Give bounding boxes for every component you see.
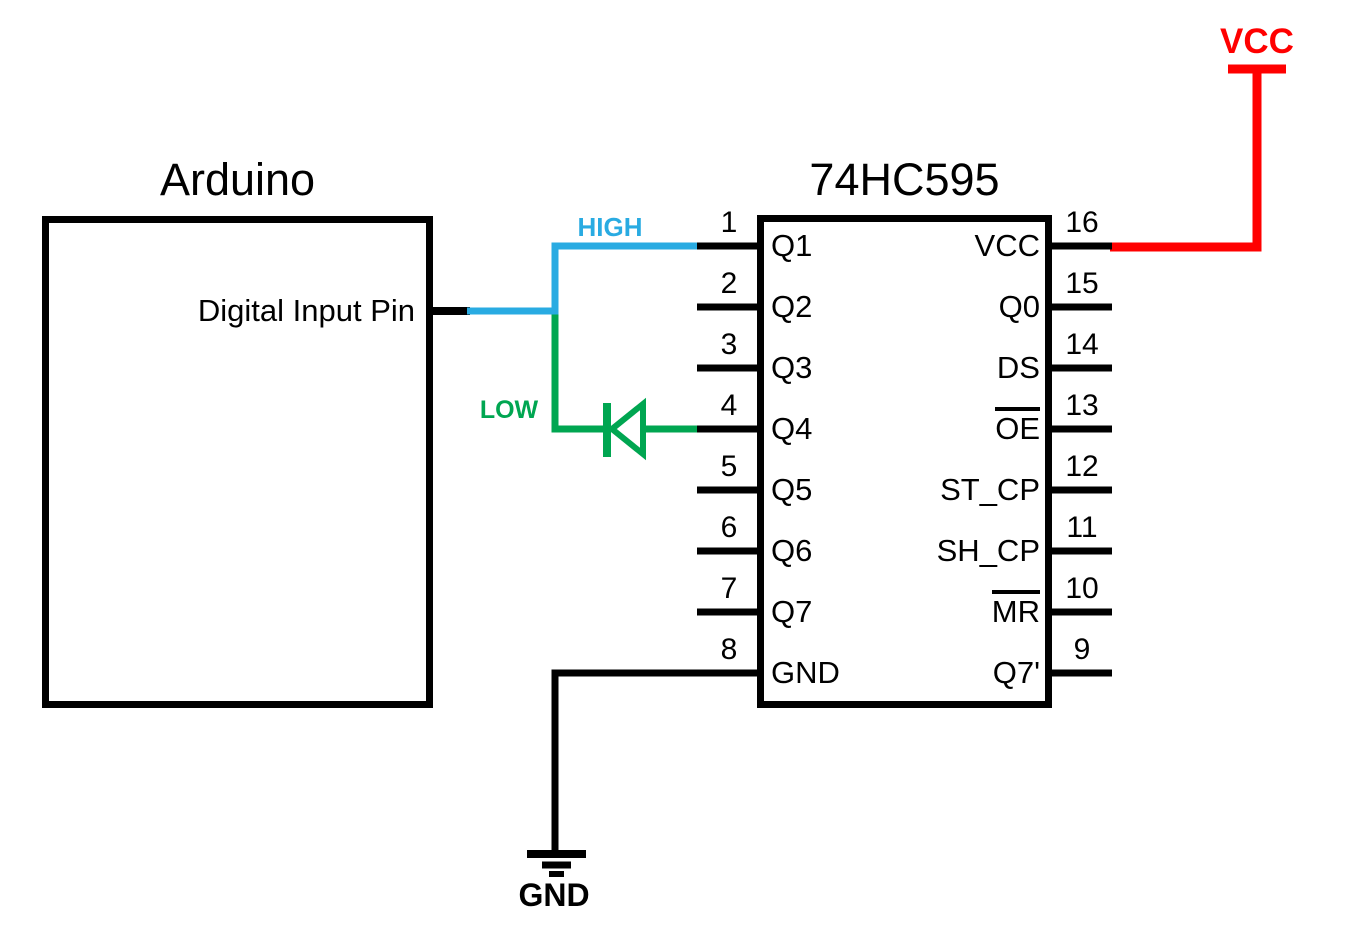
pin-label: VCC [974,228,1040,263]
arduino-box [42,216,433,708]
diode-triangle [607,397,646,461]
vcc-wire [1110,70,1262,252]
digital-input-pin-label: Digital Input Pin [197,293,415,328]
pin-number: 16 [1065,206,1099,239]
pin-label: Q3 [771,350,813,385]
pin-number: 8 [720,633,738,666]
low-wire [551,306,606,433]
pin-label: Q7 [771,594,813,629]
high-wire-label: HIGH [577,212,643,242]
pin-label: SH_CP [936,533,1040,568]
pin-number: 1 [720,206,738,239]
pin-label: Q7' [992,655,1040,690]
low-wire-label: LOW [479,396,539,424]
pin-number: 9 [1073,633,1091,666]
pin-number: 5 [720,450,738,483]
pin-label: OE [857,407,1040,447]
pin-label: ST_CP [940,472,1040,507]
pin-label-text-overline: OE [995,407,1040,444]
pin-label: DS [996,350,1040,385]
arduino-title: Arduino [159,154,316,205]
pin-label: Q6 [771,533,813,568]
pin-label: MR [857,590,1040,630]
pin-number: 6 [720,511,738,544]
pin-label: Q5 [771,472,813,507]
pin-number: 14 [1065,328,1099,361]
pin-number: 10 [1065,572,1099,605]
pin-number: 15 [1065,267,1099,300]
vcc-rail-label: VCC [1220,22,1294,61]
gnd-wire [551,669,702,851]
pin-label: Q4 [771,411,813,446]
pin-number: 11 [1066,511,1098,544]
pin-label: Q2 [771,289,813,324]
pin-number: 3 [720,328,738,361]
pin-label: GND [771,655,840,690]
pin-number: 12 [1065,450,1099,483]
ic-title: 74HC595 [809,154,1000,205]
pin-number: 4 [720,389,738,422]
pin-number: 2 [720,267,738,300]
pin-number: 7 [720,572,738,605]
high-wire [467,242,700,315]
ic-box [757,215,1052,708]
pin-label: Q0 [998,289,1040,324]
pin-label: Q1 [771,228,813,263]
pin-label-text-overline: MR [991,590,1040,627]
pin-number: 13 [1065,389,1099,422]
ground-label: GND [518,877,590,913]
